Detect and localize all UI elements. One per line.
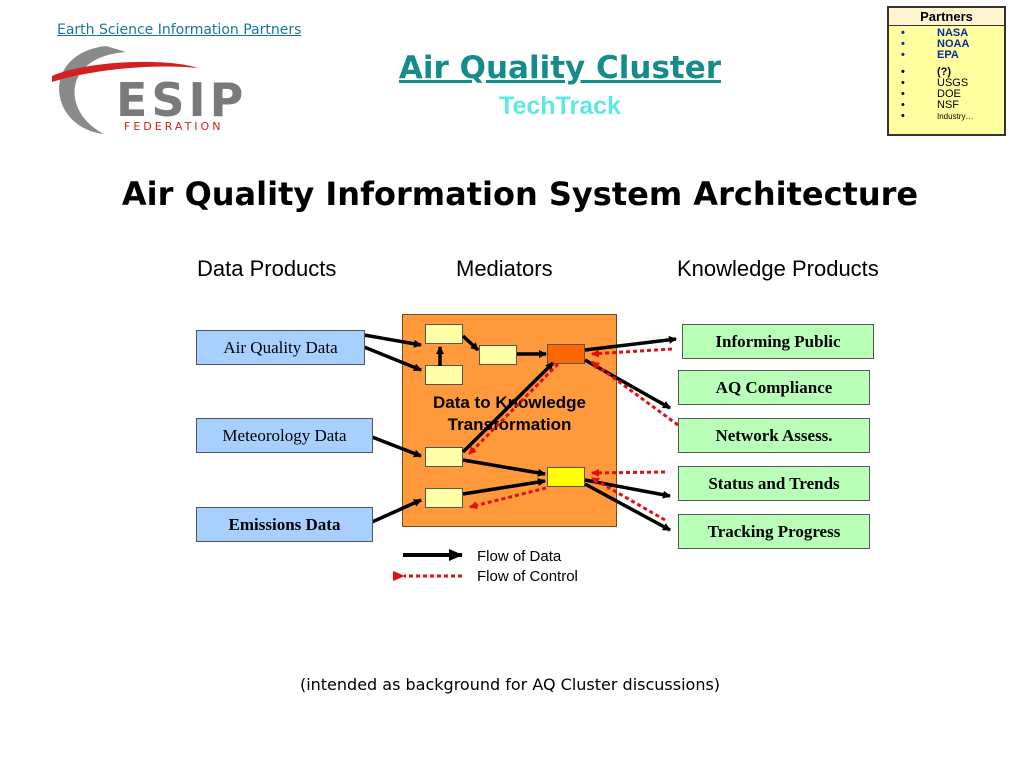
mediator-label: Data to Knowledge Transformation: [432, 393, 586, 434]
control-flow-arrow: [591, 468, 666, 477]
svg-text:FEDERATION: FEDERATION: [124, 120, 223, 133]
partner-item: •EPA: [901, 49, 959, 61]
data-flow-arrow: [584, 335, 677, 352]
mediator-node: [425, 365, 463, 385]
partners-title: Partners: [889, 8, 1004, 26]
data-product-emissions: Emissions Data: [196, 507, 373, 542]
esip-link[interactable]: Earth Science Information Partners: [57, 22, 302, 38]
data-flow-arrow: [371, 435, 422, 458]
partners-list: •NASA •NOAA •EPA •(?) •USGS •DOE •NSF •I…: [889, 28, 1004, 122]
control-flow-arrow: [469, 486, 547, 510]
data-flow-arrow: [462, 478, 546, 496]
knowledge-tracking-progress: Tracking Progress: [678, 514, 870, 549]
data-flow-arrow: [371, 498, 422, 524]
mediator-node: [479, 345, 517, 365]
partner-item: •DOE: [901, 88, 961, 100]
partner-item: •USGS: [901, 77, 969, 89]
column-header-data-products: Data Products: [197, 256, 337, 281]
mediator-node: [425, 447, 463, 467]
column-header-knowledge-products: Knowledge Products: [677, 256, 879, 281]
partner-item: •NSF: [901, 99, 959, 111]
partner-item: •NASA: [901, 27, 969, 39]
control-flow-arrow: [591, 347, 673, 358]
mediator-hub-node: [547, 467, 585, 487]
footnote: (intended as background for AQ Cluster d…: [299, 675, 721, 694]
data-flow-arrow: [461, 334, 480, 352]
partner-item: •Industry…: [901, 110, 974, 122]
partners-box: Partners •NASA •NOAA •EPA •(?) •USGS •DO…: [887, 6, 1006, 136]
control-flow-arrow: [591, 360, 679, 427]
knowledge-informing-public: Informing Public: [682, 324, 874, 359]
data-product-meteorology: Meteorology Data: [196, 418, 373, 453]
data-flow-arrow: [363, 345, 422, 372]
mediator-node: [425, 488, 463, 508]
knowledge-aq-compliance: AQ Compliance: [678, 370, 870, 405]
data-flow-arrow: [461, 361, 555, 454]
knowledge-network-assess: Network Assess.: [678, 418, 870, 453]
mediator-hub-node: [547, 344, 585, 364]
column-header-mediators: Mediators: [456, 256, 553, 281]
control-flow-arrow: [467, 362, 560, 456]
cluster-title[interactable]: Air Quality Cluster: [398, 50, 722, 86]
data-flow-arrow: [584, 482, 671, 532]
page-title: Air Quality Information System Architect…: [121, 175, 919, 213]
knowledge-status-trends: Status and Trends: [678, 466, 870, 501]
data-flow-arrow: [363, 333, 422, 348]
control-flow-arrow: [591, 476, 666, 522]
partner-item: •(?): [901, 66, 952, 78]
data-product-air-quality: Air Quality Data: [196, 330, 365, 365]
svg-text:ESIP: ESIP: [116, 73, 247, 127]
mediator-node: [425, 324, 463, 344]
partner-item: •NOAA: [901, 38, 970, 50]
legend-control-flow: Flow of Control: [477, 568, 578, 585]
data-flow-arrow: [462, 458, 546, 477]
esip-logo: ESIP FEDERATION: [48, 38, 288, 143]
legend-data-flow: Flow of Data: [477, 548, 562, 565]
cluster-subtitle: TechTrack: [499, 92, 621, 120]
